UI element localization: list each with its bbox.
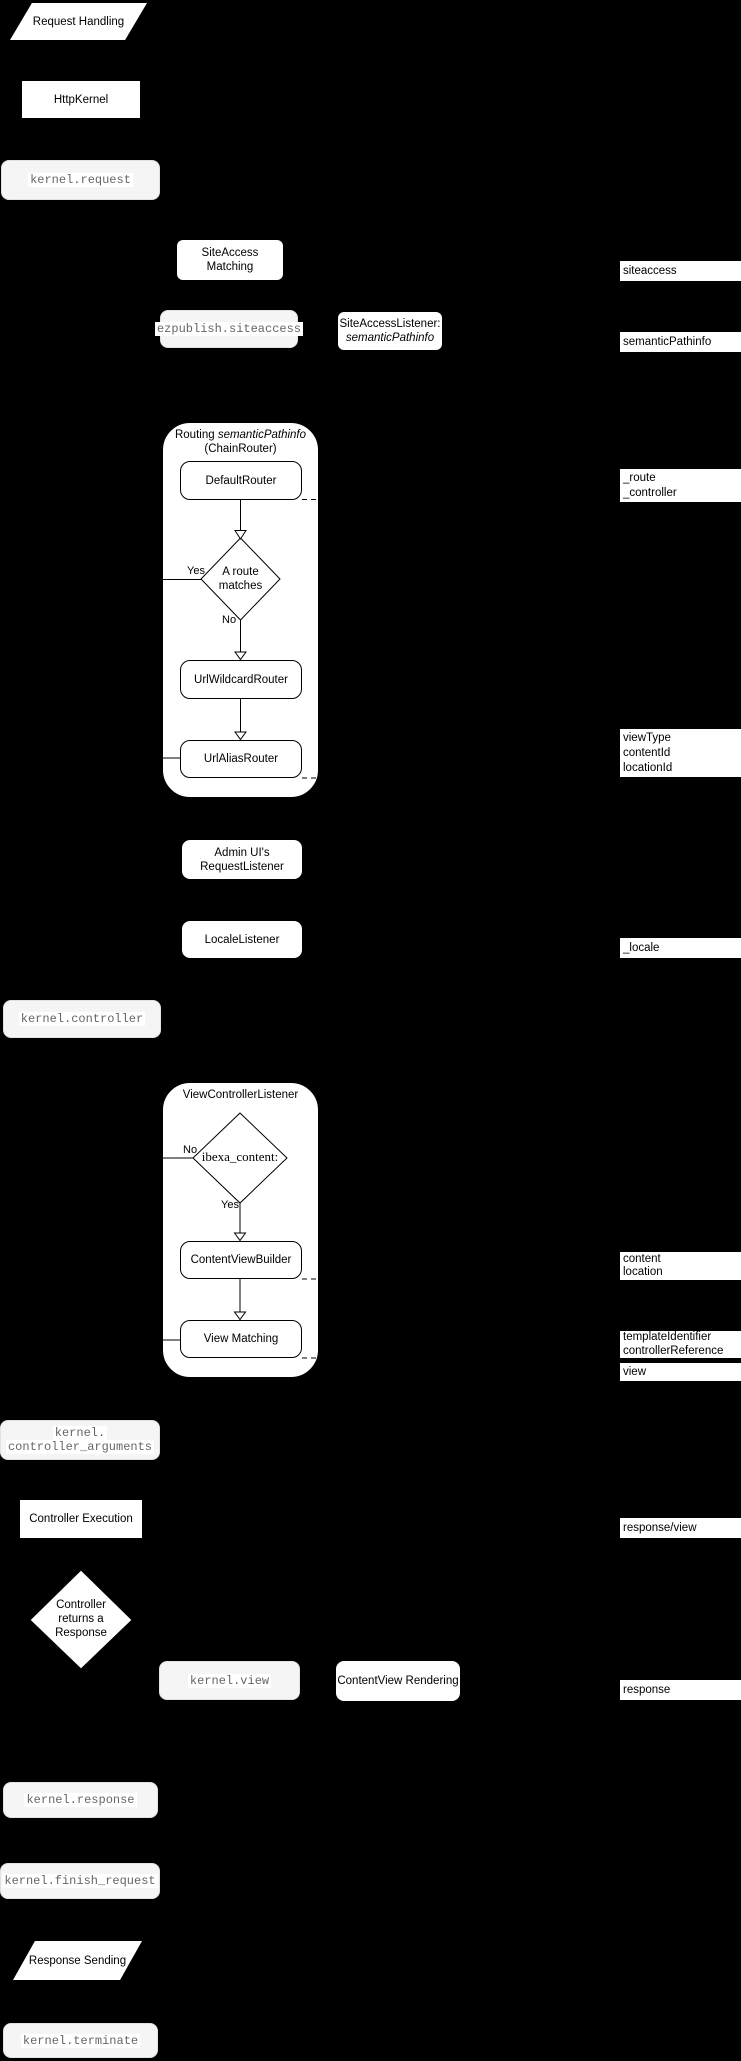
node-httpkernel-label: HttpKernel: [53, 93, 109, 106]
decision-line1: Controller: [56, 1599, 106, 1611]
node-controller-execution: Controller Execution: [20, 1500, 142, 1538]
node-contentview-rendering: ContentView Rendering: [336, 1661, 460, 1701]
node-locale-listener: LocaleListener: [182, 921, 302, 958]
arrowhead-icon: [233, 1232, 247, 1242]
node-url-alias-router-label: UrlAliasRouter: [203, 753, 279, 765]
param-label: templateIdentifier: [623, 1331, 712, 1343]
node-content-view-builder: ContentViewBuilder: [180, 1241, 302, 1279]
routing-title-part1: Routing: [174, 429, 218, 441]
event-kernel-controller-arguments: kernel. controller_arguments: [0, 1420, 160, 1460]
routing-title-part2: semanticPathinfo: [217, 429, 307, 441]
node-httpkernel: HttpKernel: [22, 81, 140, 118]
event-kernel-controller-label: kernel.controller: [18, 1012, 146, 1026]
event-ezpublish-siteaccess: ezpublish.siteaccess: [154, 310, 304, 348]
arrowhead-icon: [234, 651, 247, 661]
param-bar-response: response: [620, 1680, 741, 1700]
param-label: siteaccess: [623, 264, 677, 277]
start-terminal-label: Request Handling: [32, 15, 125, 28]
param-bar-siteaccess: siteaccess: [620, 261, 741, 281]
decision-line2: returns a: [58, 1613, 104, 1625]
param-label: response: [623, 1683, 671, 1696]
event-ezpublish-siteaccess-label: ezpublish.siteaccess: [154, 322, 304, 336]
node-default-router-label: DefaultRouter: [205, 474, 277, 487]
ibexa-content-diamond-label: ibexa_content:: [201, 1149, 279, 1164]
event-kernel-view: kernel.view: [159, 1661, 300, 1700]
node-siteaccess-matching: SiteAccess Matching: [177, 240, 283, 280]
routing-container-title: Routing semanticPathinfo: [162, 428, 319, 442]
param-label: locationId: [623, 761, 673, 774]
param-bar-locale: _locale: [620, 938, 741, 958]
event-kernel-request-label: kernel.request: [28, 173, 133, 187]
controller-returns-response-label: Controller returns a Response: [41, 1598, 121, 1640]
node-default-router: DefaultRouter: [180, 461, 302, 500]
end-terminal-label: Response Sending: [28, 1954, 127, 1967]
param-label: controllerReference: [623, 1344, 724, 1357]
branch-label-no: No: [183, 1144, 198, 1156]
param-label: content: [623, 1252, 661, 1265]
node-contentview-rendering-label: ContentView Rendering: [337, 1675, 459, 1687]
decision-line1: A route: [222, 566, 259, 578]
param-bar-content: content location: [620, 1252, 741, 1280]
arrowhead-icon: [233, 1311, 247, 1321]
node-admin-ui-request-listener: Admin UI's RequestListener: [182, 840, 302, 879]
arrowhead-icon: [234, 731, 247, 741]
param-label: contentId: [623, 746, 671, 759]
event-kernel-terminate-label: kernel.terminate: [20, 2033, 141, 2048]
param-bar-view-params: viewType contentId locationId: [620, 729, 741, 777]
param-bar-view: view: [620, 1363, 741, 1381]
node-view-matching: View Matching: [180, 1320, 302, 1358]
param-label: _controller: [623, 486, 677, 499]
param-label: viewType: [623, 731, 671, 744]
event-kernel-controller: kernel.controller: [3, 1000, 161, 1038]
node-url-alias-router: UrlAliasRouter: [180, 740, 302, 778]
param-label: _locale: [623, 941, 660, 954]
arrowhead-icon: [234, 530, 247, 540]
param-bar-response-view: response/view: [620, 1518, 741, 1538]
param-label: location: [623, 1266, 663, 1278]
node-view-matching-label: View Matching: [203, 1333, 279, 1345]
controller-returns-response-diamond: [29, 1569, 133, 1670]
event-kernel-controller-arguments-line1: kernel.: [52, 1426, 108, 1440]
param-label: _route: [623, 471, 656, 484]
event-kernel-response-label: kernel.response: [24, 1793, 137, 1807]
event-kernel-terminate: kernel.terminate: [3, 2023, 158, 2058]
node-siteaccess-listener: SiteAccessListener: semanticPathinfo: [338, 312, 442, 350]
param-bar-route: _route _controller: [620, 469, 741, 502]
branch-label-yes: Yes: [187, 565, 205, 577]
start-terminal: Request Handling: [10, 3, 147, 40]
view-controller-listener-title: ViewControllerListener: [182, 1089, 299, 1101]
decision-line3: Response: [55, 1627, 107, 1639]
node-admin-ui-line1: Admin UI's: [214, 846, 270, 859]
node-siteaccess-listener-line1: SiteAccessListener:: [339, 318, 441, 330]
node-siteaccess-matching-label: SiteAccess Matching: [201, 247, 259, 273]
event-kernel-finish-request: kernel.finish_request: [0, 1863, 160, 1899]
node-controller-execution-label: Controller Execution: [29, 1513, 133, 1525]
node-url-wildcard-router-label: UrlWildcardRouter: [194, 673, 288, 686]
param-label: response/view: [623, 1521, 697, 1534]
param-label: view: [623, 1365, 647, 1378]
node-content-view-builder-label: ContentViewBuilder: [190, 1254, 292, 1266]
end-terminal: Response Sending: [13, 1941, 142, 1980]
event-kernel-finish-request-label: kernel.finish_request: [2, 1874, 158, 1888]
param-label: semanticPathinfo: [623, 335, 712, 348]
event-kernel-response: kernel.response: [3, 1782, 158, 1818]
routing-container-subtitle: (ChainRouter): [204, 443, 277, 455]
node-admin-ui-line2: RequestListener: [200, 860, 284, 873]
node-locale-listener-label: LocaleListener: [204, 933, 280, 946]
branch-label-no: No: [222, 614, 237, 626]
decision-line2: matches: [218, 580, 263, 592]
event-kernel-view-label: kernel.view: [187, 1673, 272, 1688]
param-bar-semantic-pathinfo: semanticPathinfo: [620, 332, 741, 352]
branch-label-yes: Yes: [221, 1199, 239, 1211]
param-bar-template: templateIdentifier controllerReference: [620, 1331, 741, 1358]
event-kernel-controller-arguments-line2: controller_arguments: [5, 1440, 155, 1454]
node-siteaccess-listener-line2: semanticPathinfo: [345, 332, 435, 344]
node-url-wildcard-router: UrlWildcardRouter: [180, 660, 302, 699]
event-kernel-request: kernel.request: [1, 160, 160, 200]
route-matches-diamond-label: A route matches: [200, 565, 281, 593]
